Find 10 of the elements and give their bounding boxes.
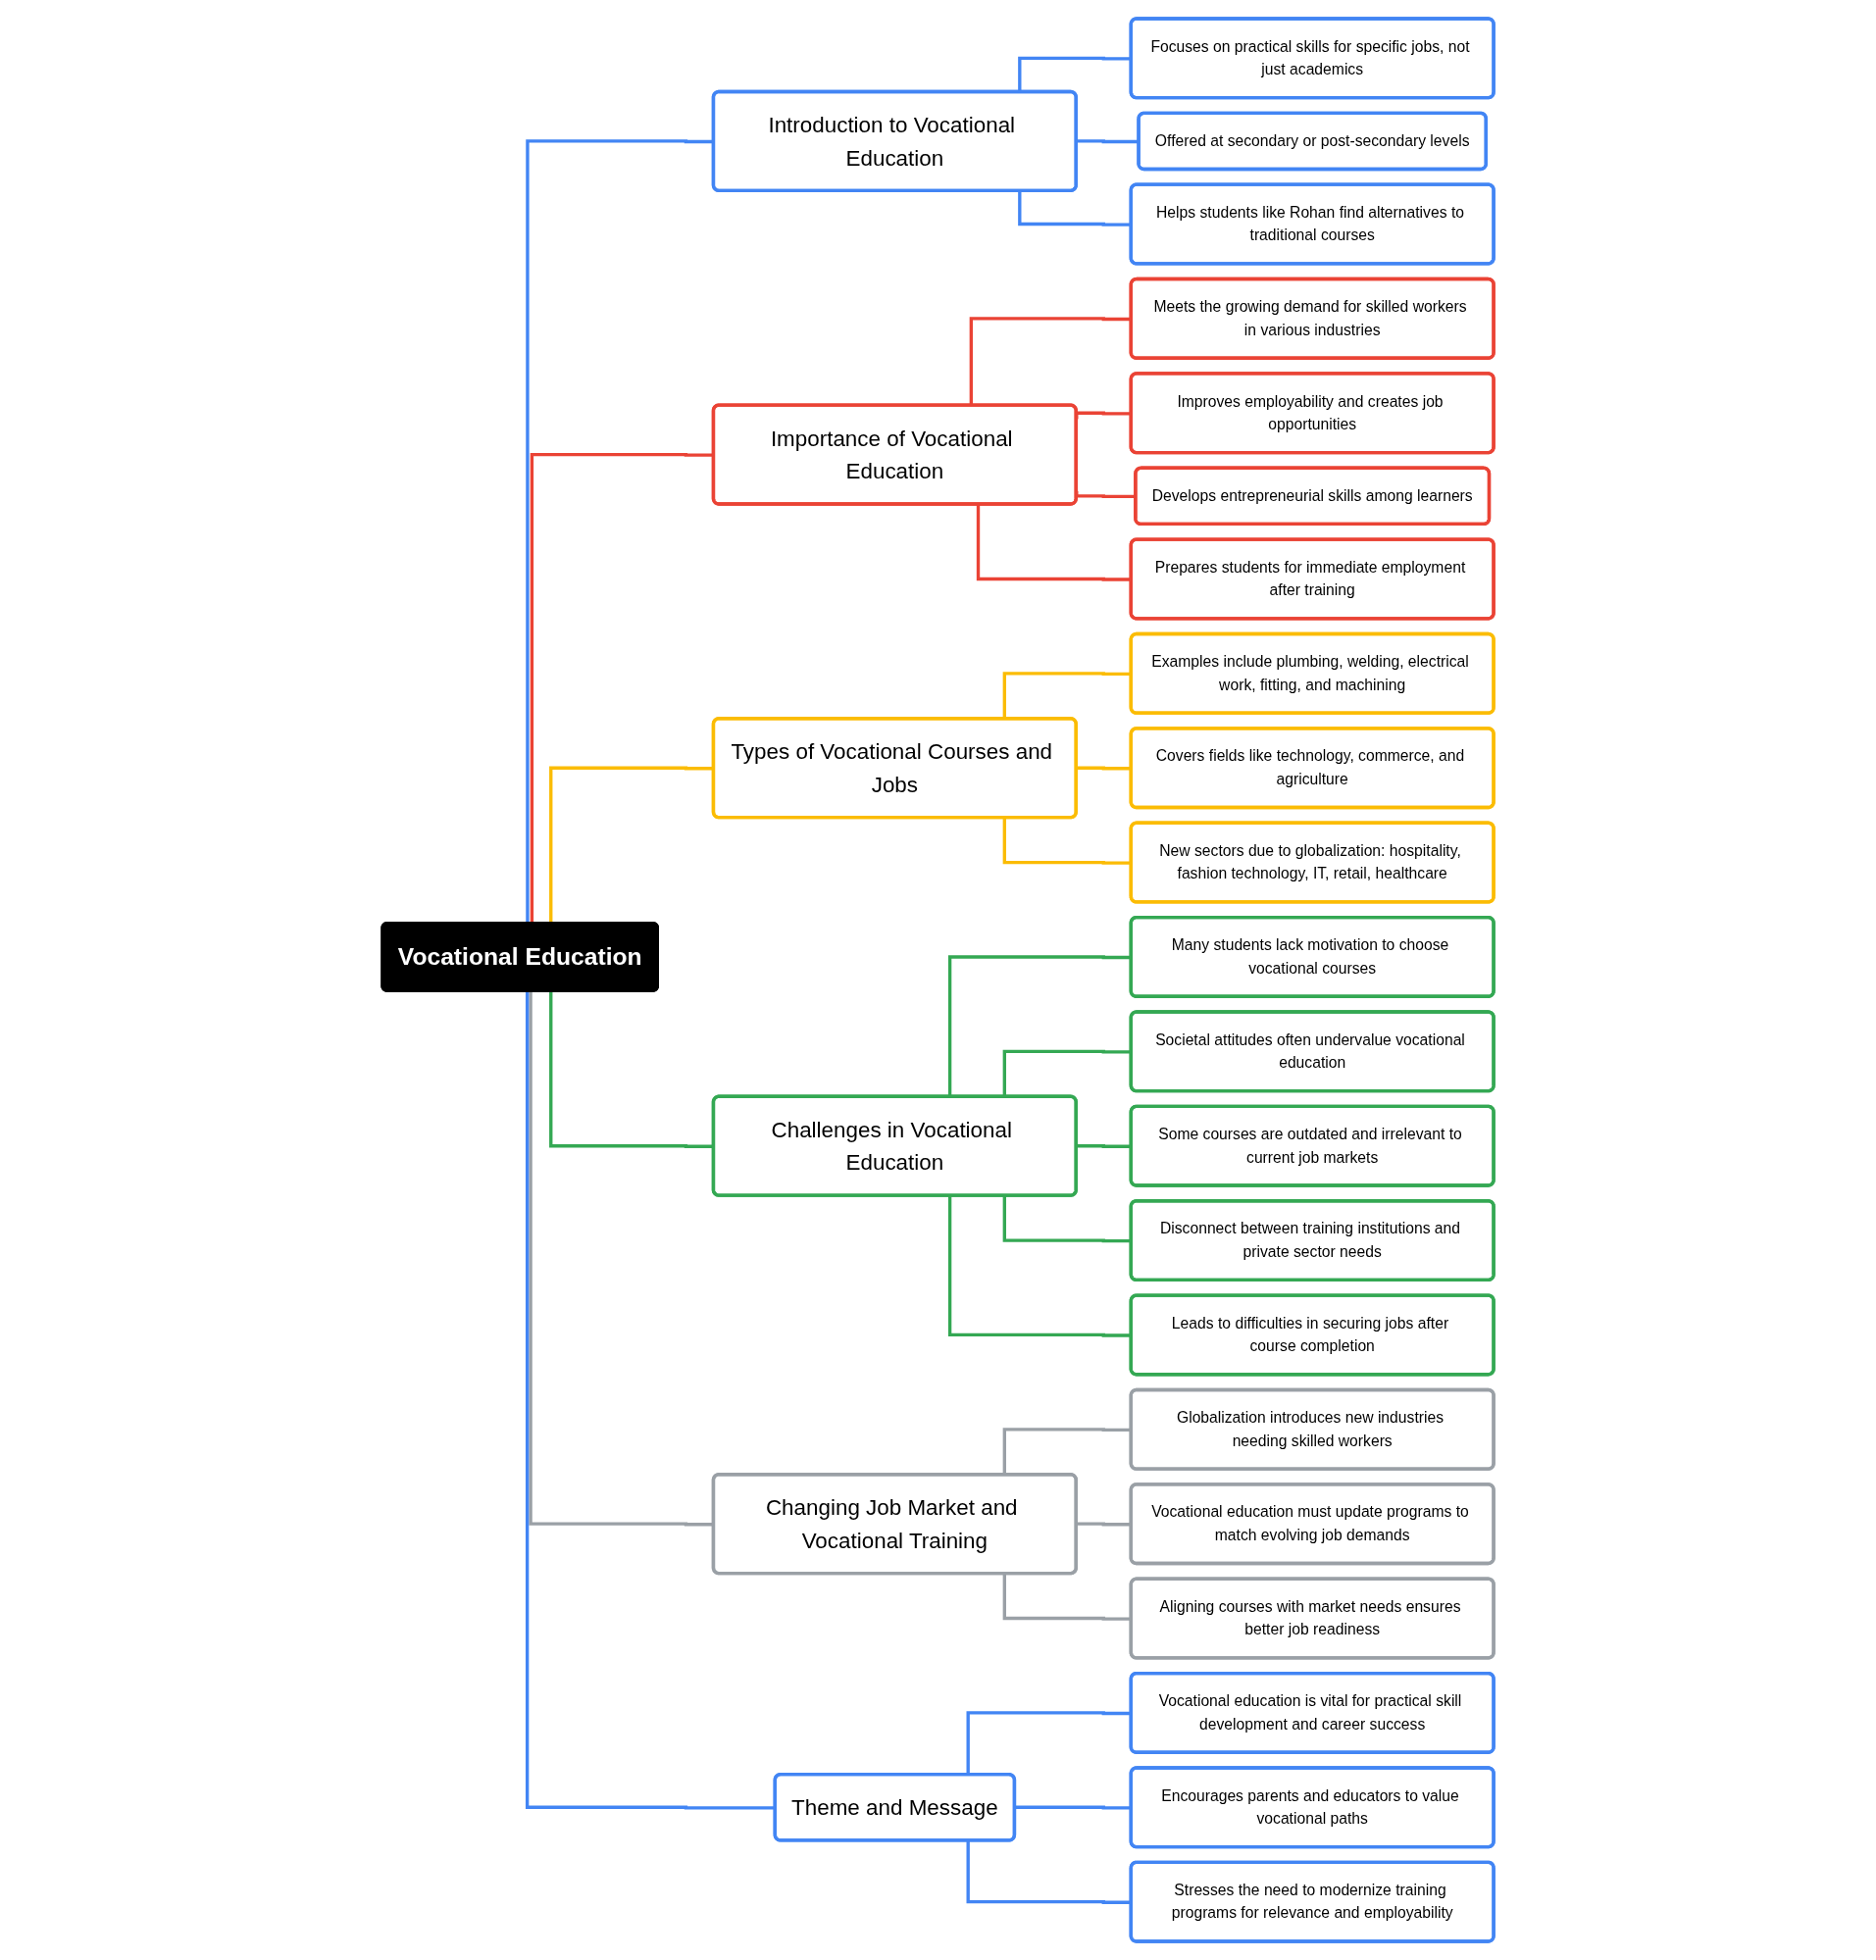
connector xyxy=(967,1840,1133,1904)
connector xyxy=(1075,1144,1133,1148)
connector xyxy=(977,504,1133,581)
connector xyxy=(1003,1195,1133,1243)
connector xyxy=(1018,56,1133,93)
connector xyxy=(1018,190,1133,226)
connector xyxy=(1003,818,1133,865)
connector xyxy=(1075,766,1133,771)
connector xyxy=(970,317,1133,406)
connector xyxy=(948,1195,1133,1337)
